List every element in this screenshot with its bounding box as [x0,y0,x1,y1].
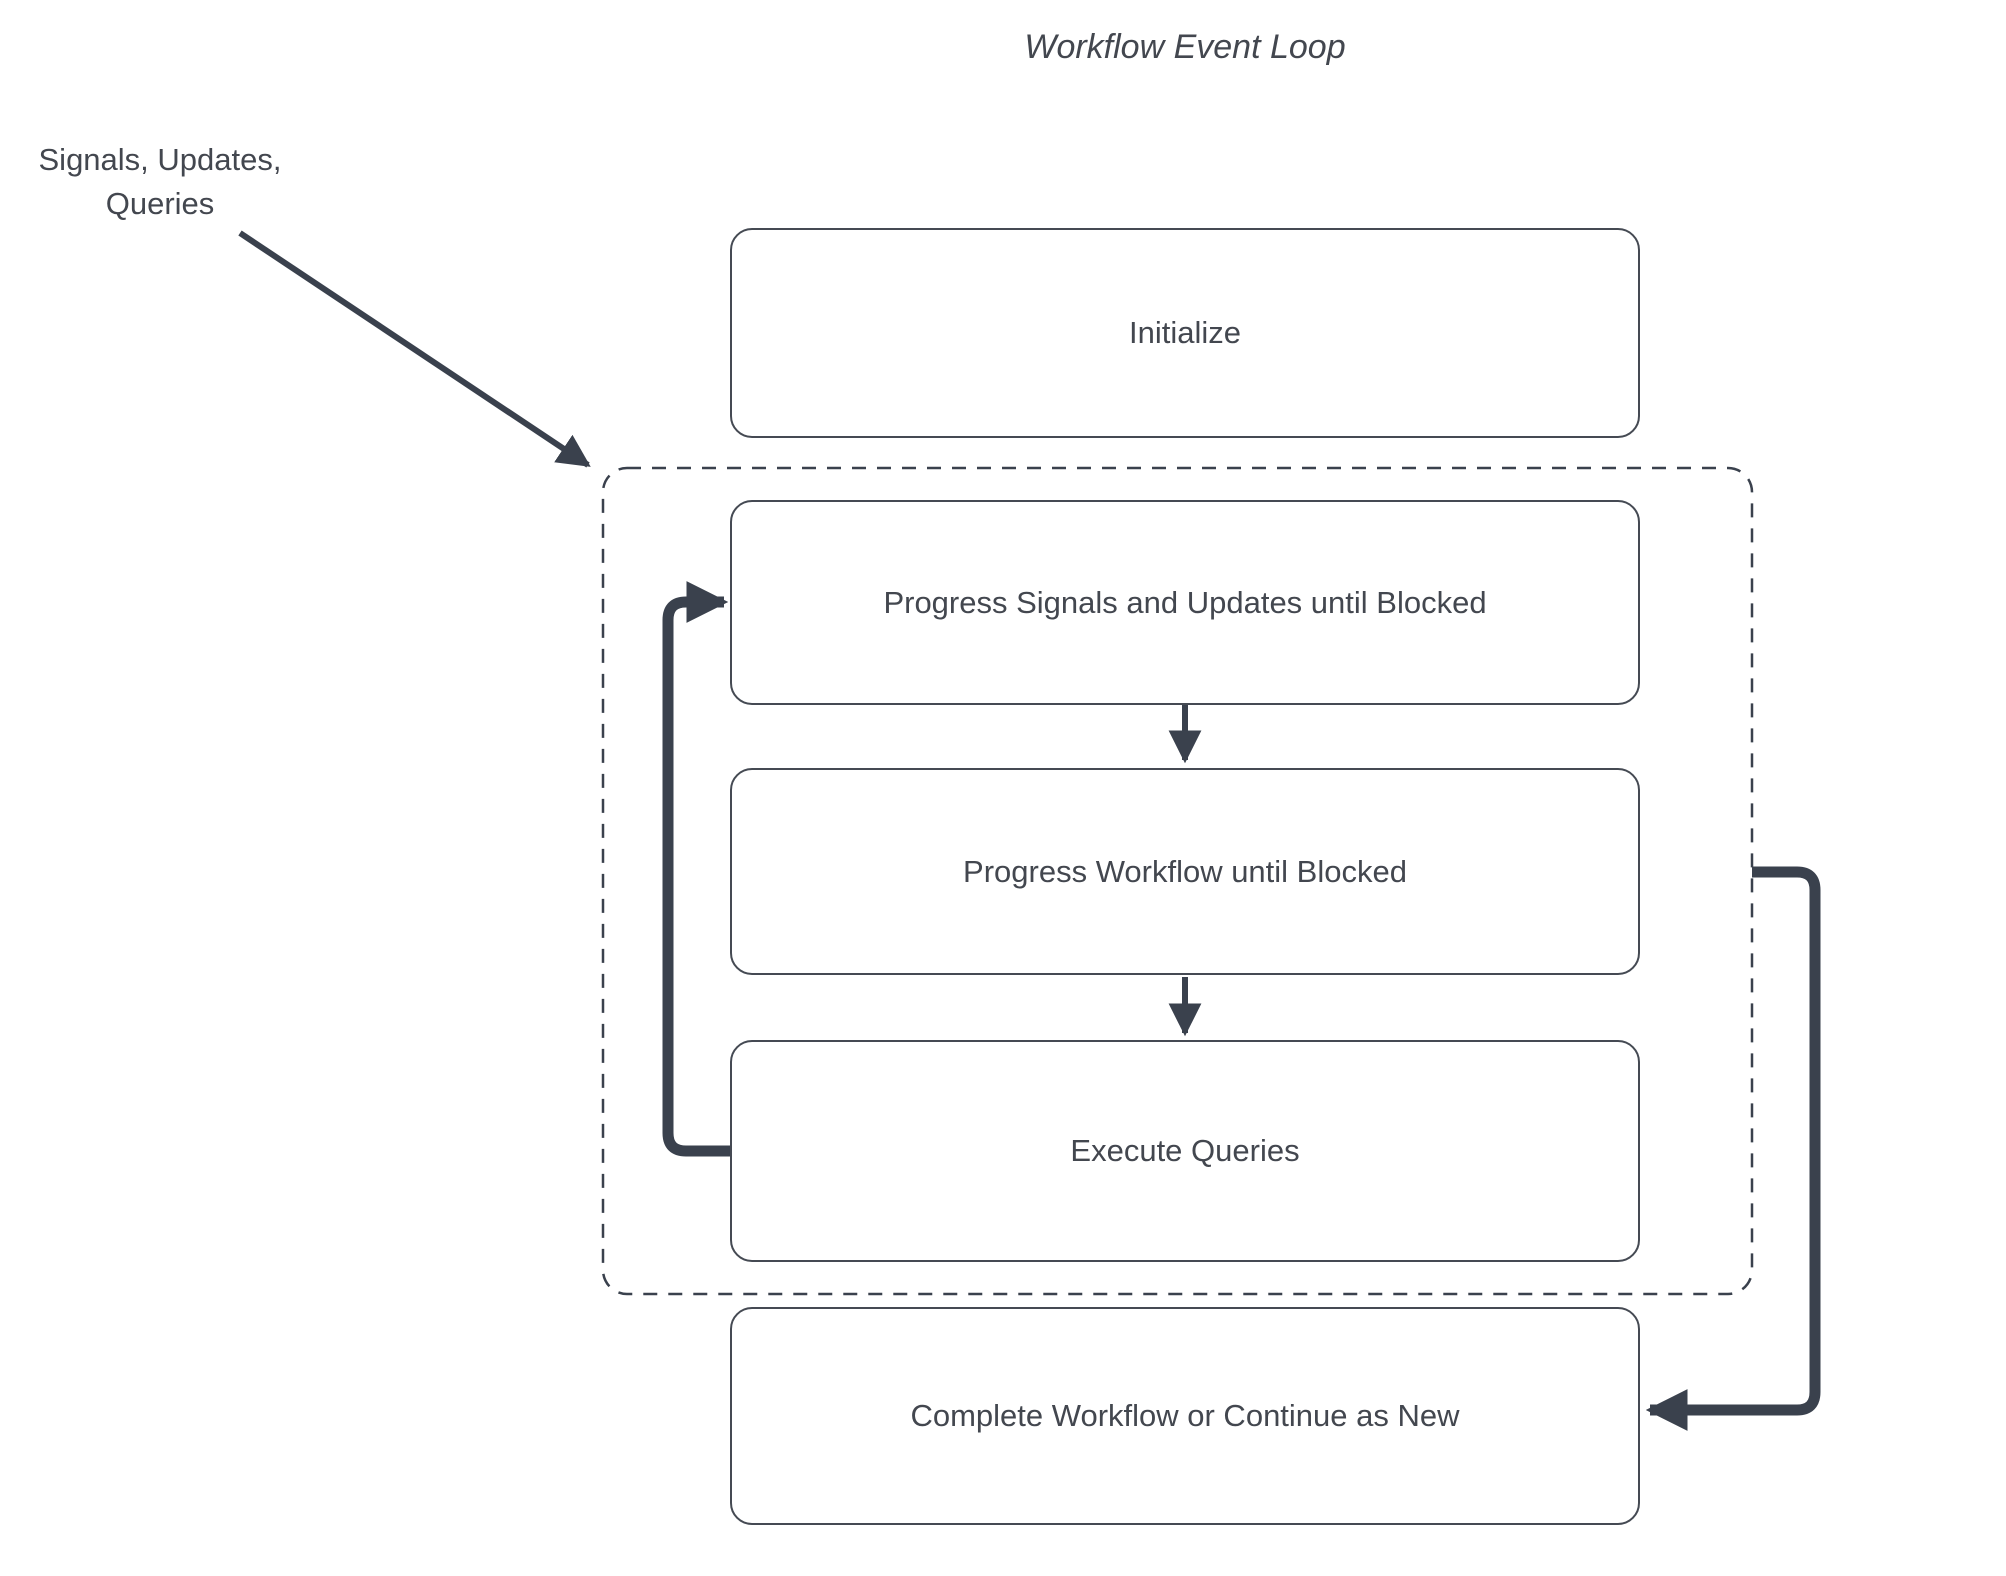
node-progress-signals-label: Progress Signals and Updates until Block… [883,584,1487,620]
node-progress-workflow: Progress Workflow until Blocked [730,768,1640,975]
event-loop-dashed-container [601,466,1754,1296]
exit-arrow [1645,866,1821,1431]
node-initialize-label: Initialize [1129,315,1241,350]
page-title: Workflow Event Loop [1024,28,1346,66]
node-execute-queries-label: Execute Queries [1070,1133,1300,1168]
loop-back-arrow [662,581,732,1157]
annotation-line-1: Signals, Updates, [38,142,282,177]
annotation-label: Signals, Updates, Queries [15,138,305,226]
annotation-arrow [238,230,591,468]
node-progress-signals: Progress Signals and Updates until Block… [730,500,1640,705]
node-complete: Complete Workflow or Continue as New [730,1307,1640,1525]
annotation-line-2: Queries [105,186,215,221]
node-progress-workflow-label: Progress Workflow until Blocked [963,853,1407,889]
node-initialize: Initialize [730,228,1640,438]
node-execute-queries: Execute Queries [730,1040,1640,1262]
node-complete-label: Complete Workflow or Continue as New [910,1398,1460,1433]
